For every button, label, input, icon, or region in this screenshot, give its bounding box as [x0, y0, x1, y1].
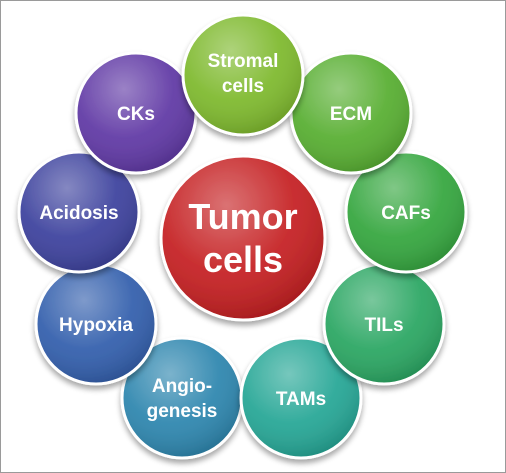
node-label: Acidosis — [39, 203, 118, 224]
node-tils: TILs — [322, 262, 446, 386]
node-ecm: ECM — [289, 51, 413, 175]
node-cks: CKs — [74, 51, 198, 175]
center-label-line2: cells — [203, 239, 283, 280]
node-stromal-cells: Stromal cells — [181, 13, 305, 137]
node-tams: TAMs — [239, 336, 363, 460]
node-label: TAMs — [276, 389, 326, 410]
center-node-tumor-cells: Tumor cells — [159, 154, 327, 322]
node-cafs: CAFs — [344, 150, 468, 274]
node-label: ECM — [330, 104, 372, 125]
node-label-line1: Stromal — [208, 51, 279, 72]
node-label-line2: cells — [222, 76, 264, 97]
node-angiogenesis: Angio- genesis — [120, 336, 244, 460]
node-label: CKs — [117, 104, 155, 125]
center-label-line1: Tumor — [188, 196, 297, 237]
node-label-line2: genesis — [147, 401, 218, 422]
node-label: CAFs — [381, 203, 431, 224]
node-acidosis: Acidosis — [17, 150, 141, 274]
node-label-line1: Angio- — [152, 376, 212, 397]
node-label: TILs — [364, 315, 403, 336]
node-label: Hypoxia — [59, 315, 133, 336]
node-hypoxia: Hypoxia — [34, 262, 158, 386]
